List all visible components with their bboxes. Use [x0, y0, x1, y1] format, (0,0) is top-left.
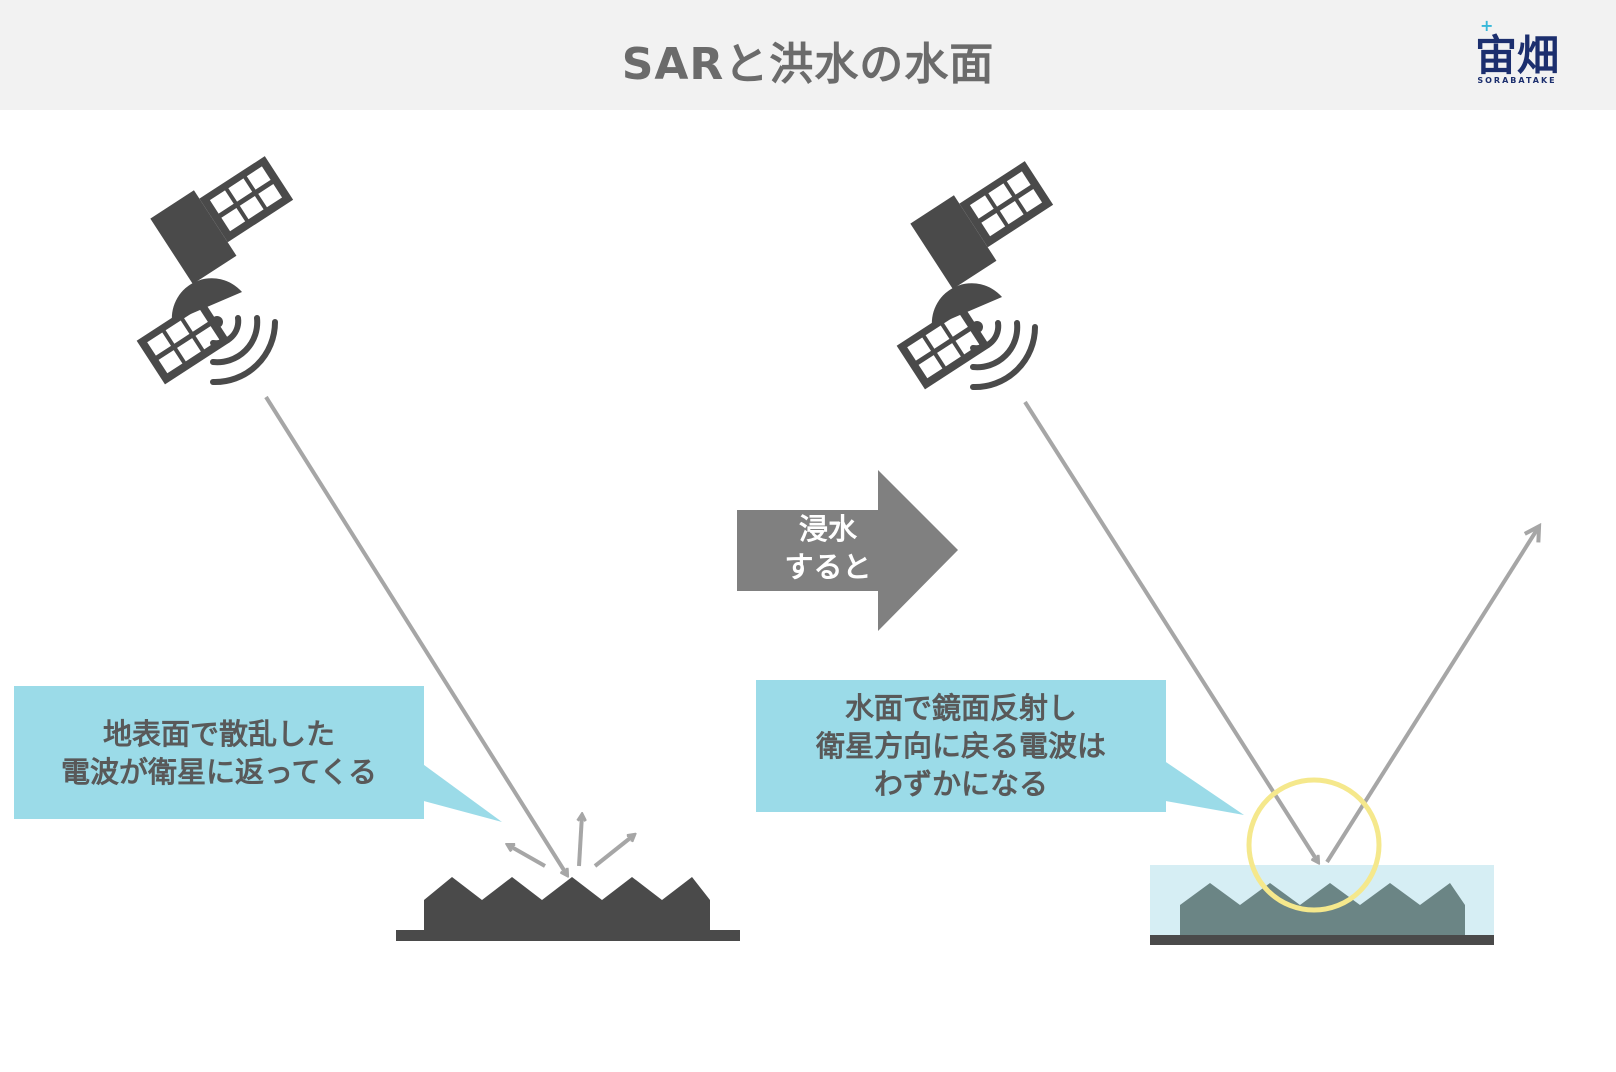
middle-arrow-label: 浸水 すると: [738, 510, 918, 586]
callout-left-line-1: 地表面で散乱した: [102, 716, 335, 751]
callout-tail-right: [1160, 758, 1244, 815]
satellite-icon-right: [896, 161, 1054, 391]
flooded-ground-right: [1150, 865, 1494, 945]
incident-beam-left: [264, 395, 567, 875]
ground-left: [396, 877, 740, 941]
callout-tail-left: [420, 762, 502, 822]
header-bar: SARと洪水の水面 + 宙畑 SORABATAKE: [0, 0, 1616, 110]
callout-right-line-2: 衛星方向に戻る電波は: [815, 729, 1106, 763]
logo-subtitle: SORABATAKE: [1477, 76, 1557, 85]
scatter-arrow-1: [508, 845, 546, 868]
page-title: SARと洪水の水面: [621, 39, 995, 90]
logo-plus-mark: +: [1480, 16, 1494, 35]
middle-arrow: [737, 470, 958, 631]
middle-arrow-line-2: すると: [784, 550, 872, 584]
logo-wordmark: 宙畑: [1474, 31, 1559, 80]
scatter-arrow-2: [579, 815, 582, 867]
sorabatake-logo: + 宙畑 SORABATAKE: [1462, 16, 1572, 92]
incident-beam-right: [1023, 400, 1318, 862]
callout-right: 水面で鏡面反射し 衛星方向に戻る電波は わずかになる: [756, 680, 1166, 812]
callout-right-line-1: 水面で鏡面反射し: [844, 691, 1077, 725]
callout-left: 地表面で散乱した 電波が衛星に返ってくる: [14, 686, 424, 819]
scatter-arrow-3: [593, 835, 634, 868]
satellite-icon-left: [136, 156, 294, 386]
middle-arrow-line-1: 浸水: [798, 512, 857, 546]
callout-left-line-2: 電波が衛星に返ってくる: [60, 754, 378, 789]
reflected-beam-right: [1325, 528, 1538, 864]
highlight-circle: [1246, 777, 1382, 913]
callout-right-line-3: わずかになる: [873, 767, 1048, 801]
